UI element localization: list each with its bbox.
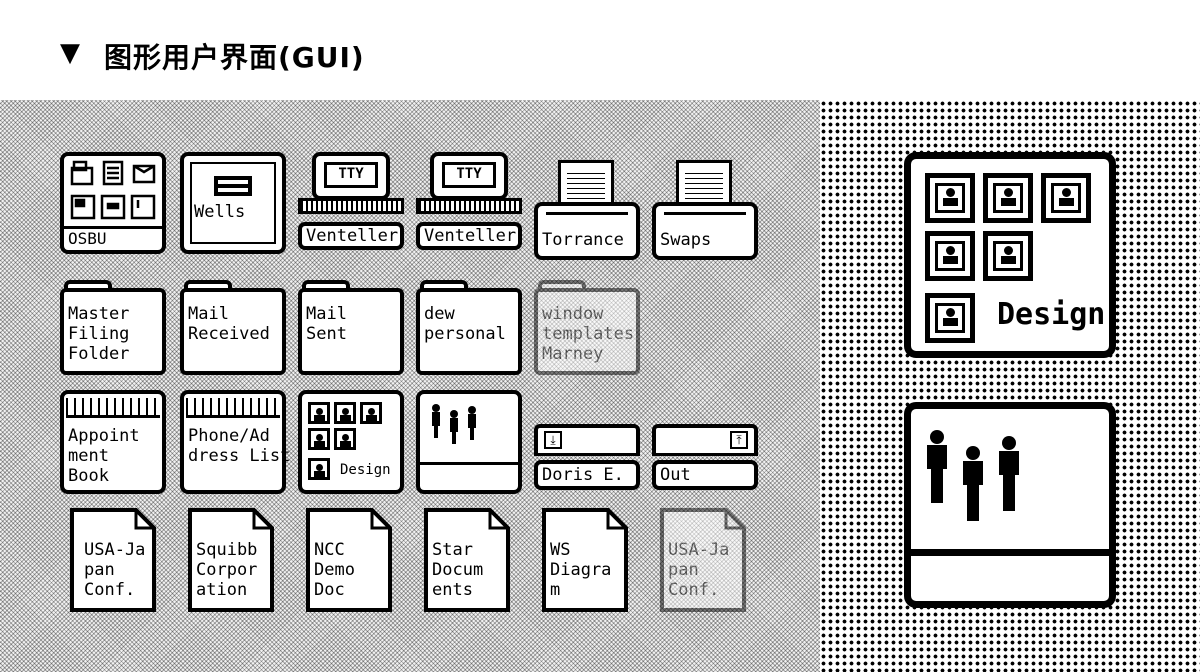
folder-icon-mail-received[interactable]: Mail Received — [180, 280, 286, 376]
design-label: Design — [340, 462, 391, 478]
folder-icon-dew-personal[interactable]: dew personal — [416, 280, 522, 376]
outbox-icon: ⤒ — [730, 431, 748, 449]
doc-label-line: Diagra — [550, 560, 612, 580]
folder-label-line: window — [542, 304, 604, 324]
doc-label-line: WS — [550, 540, 571, 560]
terminal-label: Venteller — [416, 222, 522, 250]
folder-label-line: Marney — [542, 344, 604, 364]
phone-address-list-icon[interactable]: Phone/Ad dress List — [180, 390, 290, 494]
user-icon — [925, 173, 975, 223]
folder-icon-mail-sent[interactable]: Mail Sent — [298, 280, 404, 376]
terminal-label: Venteller — [298, 222, 404, 250]
inbox-label: Doris E. — [534, 460, 640, 490]
terminal-icon-1[interactable]: TTY Venteller — [298, 152, 404, 252]
book-label-line: ment — [68, 446, 109, 466]
printer-label: Swaps — [660, 230, 712, 250]
outbox-icon-button[interactable]: ⤒ Out — [652, 424, 758, 494]
printer-icon-swaps[interactable]: Swaps — [652, 160, 758, 260]
user-icon — [308, 402, 330, 424]
design-large-label: Design — [997, 297, 1106, 332]
book-label-line: Book — [68, 466, 109, 486]
tty-screen-label: TTY — [324, 162, 378, 188]
divider — [911, 549, 1109, 556]
user-icon — [308, 458, 330, 480]
user-icon — [983, 231, 1033, 281]
doc-label-line: ation — [196, 580, 248, 600]
user-icon — [925, 231, 975, 281]
section-header: ▼ 图形用户界面(GUI) — [0, 0, 1200, 100]
inbox-doris-icon[interactable]: ⤓ Doris E. — [534, 424, 640, 494]
doc-label-line: Conf. — [668, 580, 720, 600]
user-icon — [925, 293, 975, 343]
inbox-icon: ⤓ — [544, 431, 562, 449]
star-desktop: OSBU Wells TTY Venteller TTY Venteller T… — [0, 100, 820, 672]
folder-label-line: dew — [424, 304, 455, 324]
user-icon — [360, 402, 382, 424]
printer-label: Torrance — [542, 230, 624, 250]
user-icon — [308, 428, 330, 450]
folder-label-line: templates — [542, 324, 635, 344]
doc-label-line: m — [550, 580, 561, 600]
outbox-label: Out — [652, 460, 758, 490]
folder-label-line: personal — [424, 324, 506, 344]
people-directory-large-icon[interactable] — [904, 402, 1116, 608]
doc-label-line: pan — [84, 560, 115, 580]
folder-label-line: Master — [68, 304, 130, 324]
people-directory-icon[interactable] — [416, 390, 522, 494]
wells-icon[interactable]: Wells — [180, 152, 286, 254]
doc-label-line: NCC — [314, 540, 345, 560]
printer-icon-torrance[interactable]: Torrance — [534, 160, 640, 260]
doc-label-line: Star — [432, 540, 473, 560]
doc-label-line: Squibb — [196, 540, 258, 560]
folder-label-line: Mail — [306, 304, 347, 324]
folder-icon-window-templates[interactable]: window templates Marney — [534, 280, 640, 376]
folder-label-line: Mail — [188, 304, 229, 324]
folder-label-line: Folder — [68, 344, 130, 364]
doc-label-line: USA-Ja — [84, 540, 146, 560]
osbu-label: OSBU — [64, 226, 162, 250]
wells-label: Wells — [194, 202, 246, 222]
book-label-line: Phone/Ad — [188, 426, 270, 446]
doc-label-line: Doc — [314, 580, 345, 600]
zoomed-icons-panel: Design — [820, 100, 1200, 672]
user-icon — [334, 428, 356, 450]
folder-label-line: Sent — [306, 324, 347, 344]
terminal-icon-2[interactable]: TTY Venteller — [416, 152, 522, 252]
doc-label-line: Corpor — [196, 560, 258, 580]
triangle-marker-icon: ▼ — [60, 38, 80, 68]
user-icon — [983, 173, 1033, 223]
design-group-large-icon[interactable]: Design — [904, 152, 1116, 358]
doc-label-line: USA-Ja — [668, 540, 730, 560]
folder-icon-master-filing[interactable]: Master Filing Folder — [60, 280, 166, 376]
doc-label-line: Demo — [314, 560, 355, 580]
book-label-line: dress List — [188, 446, 291, 466]
doc-label-line: Docum — [432, 560, 484, 580]
keyboard-icon — [416, 198, 522, 214]
doc-label-line: Conf. — [84, 580, 136, 600]
appointment-book-icon[interactable]: Appoint ment Book — [60, 390, 166, 494]
book-label-line: Appoint — [68, 426, 140, 446]
user-icon — [334, 402, 356, 424]
osbu-cabinet-icon[interactable]: OSBU — [60, 152, 166, 254]
doc-label-line: ents — [432, 580, 473, 600]
user-icon — [1041, 173, 1091, 223]
doc-label-line: pan — [668, 560, 699, 580]
folder-label-line: Filing — [68, 324, 130, 344]
tty-screen-label: TTY — [442, 162, 496, 188]
folder-label-line: Received — [188, 324, 270, 344]
keyboard-icon — [298, 198, 404, 214]
design-group-icon[interactable]: Design — [298, 390, 404, 494]
section-title: 图形用户界面(GUI) — [104, 41, 365, 74]
